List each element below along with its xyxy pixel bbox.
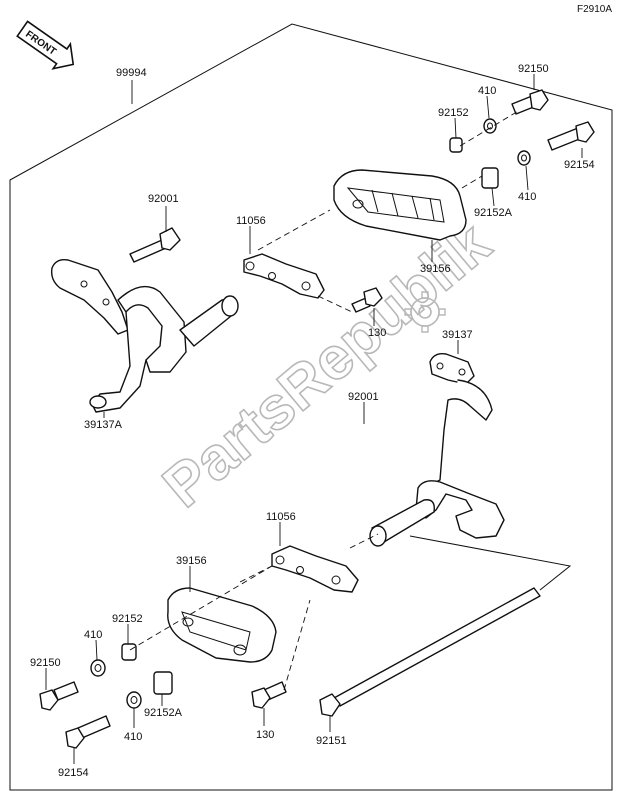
label-99994: 99994 (116, 67, 147, 79)
washer-410-bottom1 (90, 659, 106, 677)
gear-icon (404, 291, 446, 333)
label-92001-mid: 92001 (348, 391, 379, 403)
spacer-92152-top (449, 137, 463, 153)
label-92150-top: 92150 (518, 63, 549, 75)
assembly-line-upper-3 (461, 175, 483, 189)
label-92001-top: 92001 (148, 193, 179, 205)
label-410-bot2: 410 (124, 731, 142, 743)
leader-410-top2 (525, 165, 529, 191)
leader-410-bot1 (95, 639, 98, 661)
kit-frame (9, 23, 613, 791)
label-92154-top: 92154 (564, 159, 595, 171)
label-11056-top: 11056 (236, 215, 266, 227)
assembly-line-lower-2 (239, 565, 273, 583)
spacer-92152-bottom (121, 643, 137, 661)
washer-410-bottom2 (126, 691, 142, 709)
bolt-92154-top (547, 121, 595, 151)
assembly-line-lower-3 (283, 599, 311, 691)
bolt-92154-bottom (65, 715, 111, 749)
rod-92151 (319, 587, 541, 717)
label-410-top2: 410 (518, 191, 536, 203)
label-130-bot: 130 (256, 729, 274, 741)
leader-410-top1 (486, 95, 490, 119)
bolt-130-bottom (251, 681, 287, 709)
assembly-line-upper-1 (257, 209, 331, 251)
plate-11056-lower (271, 545, 359, 593)
label-92151: 92151 (316, 735, 347, 747)
assembly-line-lower-4 (349, 533, 379, 549)
plate-11056-upper (243, 253, 325, 299)
spacer-92152a-top (481, 167, 499, 189)
slider-39156-lower (167, 587, 277, 663)
bolt-92150-top (511, 89, 549, 115)
leader-92152-top (454, 117, 457, 139)
front-direction-icon: FRONT (16, 20, 75, 70)
label-92152-top: 92152 (438, 107, 469, 119)
bracket-39137 (369, 352, 505, 547)
label-11056-bot: 11056 (266, 511, 296, 523)
assembly-line-lower-5 (409, 535, 572, 591)
bolt-130-top (351, 287, 383, 313)
label-92152a-top: 92152A (474, 207, 513, 219)
leader-92152a-top (491, 187, 495, 207)
label-92154-bot: 92154 (58, 767, 89, 779)
label-92150-bot: 92150 (30, 657, 61, 669)
spacer-92152a-bottom (153, 671, 173, 695)
label-410-top1: 410 (478, 85, 496, 97)
label-410-bot1: 410 (84, 629, 102, 641)
label-39156-top: 39156 (420, 263, 451, 275)
label-39137a: 39137A (84, 419, 123, 431)
assembly-line-upper-2 (317, 295, 353, 313)
label-92152a-bot: 92152A (144, 707, 183, 719)
slider-39156-upper (333, 169, 467, 241)
bolt-92001-top (129, 227, 181, 263)
label-39137: 39137 (442, 329, 473, 341)
diagram-code: F2910A (577, 4, 612, 15)
washer-410-top2 (517, 150, 531, 166)
assembly-line-lower-1 (129, 565, 273, 651)
assembly-line-upper-4 (459, 109, 521, 147)
washer-410-top1 (483, 118, 497, 134)
bolt-92150-bottom (39, 681, 79, 711)
label-92152-bot: 92152 (112, 613, 143, 625)
label-39156-bot: 39156 (176, 555, 207, 567)
label-130-top: 130 (368, 327, 386, 339)
bracket-39137a (50, 258, 239, 413)
